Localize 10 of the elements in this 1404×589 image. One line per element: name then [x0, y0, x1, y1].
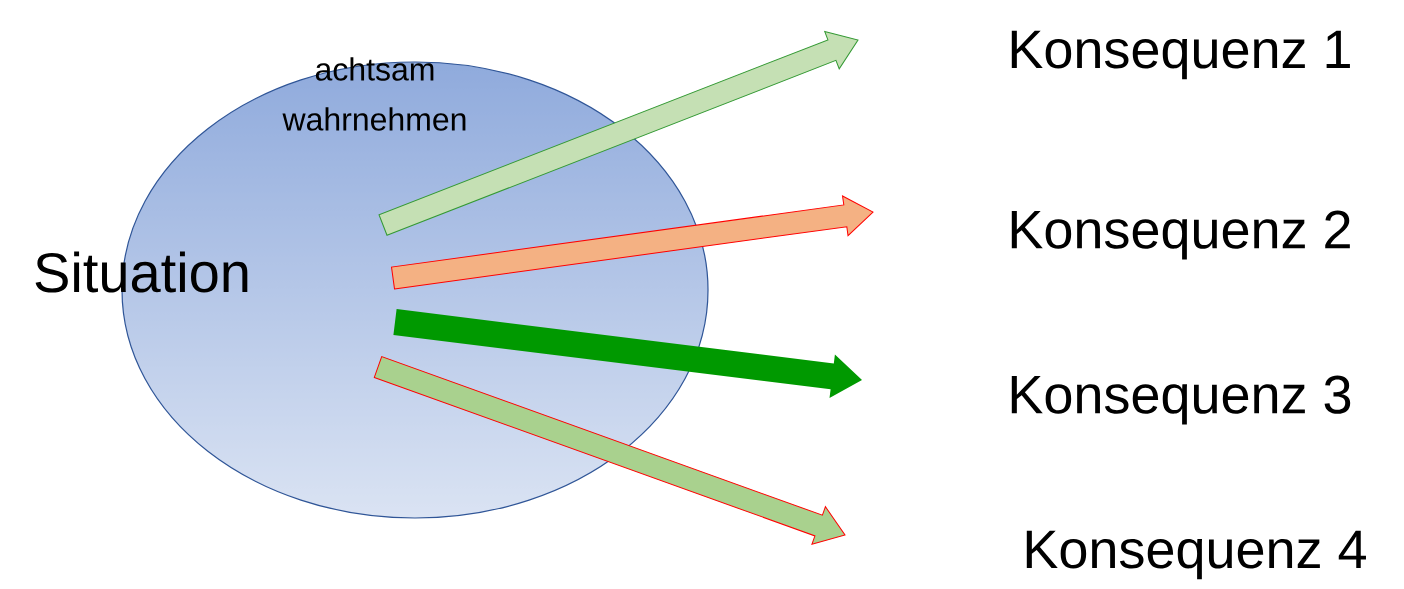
block-arrow [391, 195, 874, 290]
block-arrow [393, 309, 862, 399]
consequence-label: Konsequenz 2 [1011, 210, 1350, 260]
consequence-label: Konsequenz 3 [1011, 375, 1351, 425]
block-arrow [373, 356, 846, 545]
consequence-label: Konsequenz 4 [1026, 530, 1366, 580]
situation-label: Situation [35, 251, 248, 293]
block-arrow [378, 31, 859, 236]
consequence-label: Konsequenz 1 [1011, 30, 1350, 80]
text-label: achtsam wahrnehmen [282, 57, 466, 131]
